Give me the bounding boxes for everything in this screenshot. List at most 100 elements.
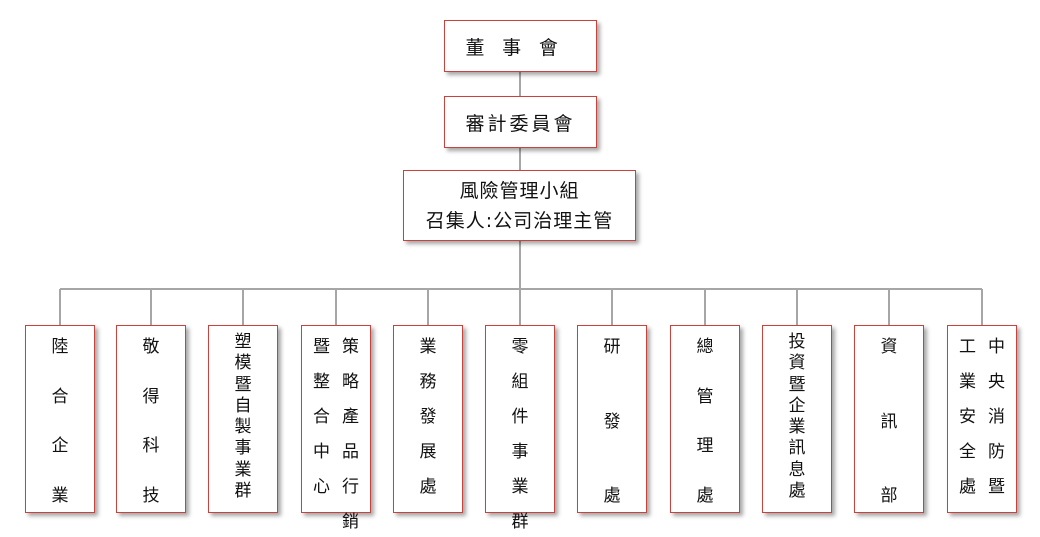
department-label-char: 中 xyxy=(988,337,1005,357)
department-label-column: 敬得科技 xyxy=(143,332,160,506)
department-label-char: 業 xyxy=(959,372,976,392)
department-label-char: 心 xyxy=(313,477,330,497)
department-label-char: 模 xyxy=(234,353,252,374)
department-label-char: 業 xyxy=(234,459,252,480)
department-label-char: 暨 xyxy=(788,374,806,395)
department-label-char: 投 xyxy=(788,332,806,352)
risk-group-title: 風險管理小組 xyxy=(459,179,580,202)
department-label-char: 合 xyxy=(51,386,69,407)
department-label-char: 科 xyxy=(142,436,160,457)
department-label-char: 產 xyxy=(342,407,359,427)
department-label-char: 件 xyxy=(511,407,529,427)
department-label-char: 發 xyxy=(419,407,437,427)
board-of-directors-box: 董 事 會 xyxy=(444,20,597,72)
department-label-char: 業 xyxy=(419,337,437,357)
department-label-char: 事 xyxy=(234,438,252,459)
department-label-char: 訊 xyxy=(880,411,898,432)
department-label-column: 工業安全處 xyxy=(959,332,976,506)
department-label-column: 中央消防暨 xyxy=(988,332,1005,506)
department-label-char: 塑 xyxy=(234,332,252,352)
department-label-char: 處 xyxy=(696,485,714,506)
department-label-char: 防 xyxy=(988,442,1005,462)
department-label-char: 資 xyxy=(788,353,806,374)
department-label-char: 資 xyxy=(880,337,898,357)
audit-committee-label: 審計委員會 xyxy=(465,112,576,135)
department-label-char: 敬 xyxy=(142,337,160,357)
department-box-safety: 中央消防暨工業安全處 xyxy=(947,325,1017,513)
department-label-column: 研發處 xyxy=(604,332,621,506)
department-box-admin: 總管理處 xyxy=(670,325,740,513)
department-label-char: 處 xyxy=(419,477,437,497)
department-label-char: 得 xyxy=(142,386,160,407)
department-label-char: 務 xyxy=(419,372,437,392)
department-label-char: 策 xyxy=(342,337,359,357)
department-label-char: 零 xyxy=(511,337,529,357)
department-label-char: 展 xyxy=(419,442,437,462)
audit-committee-box: 審計委員會 xyxy=(444,96,597,148)
department-label-column: 陸合企業 xyxy=(52,332,69,506)
risk-management-group-box: 風險管理小組 召集人:公司治理主管 xyxy=(403,170,636,241)
department-label-char: 合 xyxy=(313,407,330,427)
department-label-column: 零組件事業群 xyxy=(511,332,529,532)
department-label-char: 自 xyxy=(234,395,252,416)
department-label-char: 處 xyxy=(788,481,806,502)
department-label-char: 企 xyxy=(51,436,69,457)
department-label-char: 部 xyxy=(880,486,898,506)
department-label-char: 息 xyxy=(788,459,806,480)
department-label-char: 暨 xyxy=(313,337,330,357)
department-label-char: 中 xyxy=(313,442,330,462)
department-box-plastic: 塑模暨自製事業群 xyxy=(208,325,278,513)
department-label-char: 暨 xyxy=(988,477,1005,497)
department-label-column: 業務發展處 xyxy=(420,332,437,506)
department-label-column: 策略產品行銷 xyxy=(342,332,359,532)
department-box-investment: 投資暨企業訊息處 xyxy=(762,325,832,513)
department-label-char: 安 xyxy=(959,407,976,427)
risk-group-convener: 召集人:公司治理主管 xyxy=(425,209,614,232)
department-label-column: 暨整合中心 xyxy=(313,332,330,506)
board-char: 會 xyxy=(538,36,558,59)
department-label-char: 銷 xyxy=(342,512,359,532)
department-label-char: 暨 xyxy=(234,374,252,395)
department-label-char: 工 xyxy=(959,337,976,357)
department-label-char: 群 xyxy=(511,512,529,532)
department-label-char: 理 xyxy=(696,436,714,457)
department-box-it: 資訊部 xyxy=(854,325,924,513)
department-box-luhe: 陸合企業 xyxy=(25,325,95,513)
department-label-column: 資訊部 xyxy=(881,332,898,506)
department-label-char: 品 xyxy=(342,442,359,462)
department-box-parts: 零組件事業群 xyxy=(485,325,555,532)
department-label-column: 塑模暨自製事業群 xyxy=(235,332,252,506)
board-char: 董 xyxy=(465,36,485,59)
department-label-char: 略 xyxy=(342,372,359,392)
department-label-char: 總 xyxy=(696,337,714,357)
department-box-business: 業務發展處 xyxy=(393,325,463,513)
department-label-char: 陸 xyxy=(51,337,69,357)
department-label-char: 訊 xyxy=(788,438,806,459)
department-label-char: 研 xyxy=(603,337,621,357)
department-label-char: 技 xyxy=(142,485,160,506)
department-label-char: 事 xyxy=(511,442,529,462)
department-label-char: 企 xyxy=(788,395,806,416)
department-box-rnd: 研發處 xyxy=(577,325,647,513)
department-label-char: 製 xyxy=(234,417,252,438)
department-label-char: 業 xyxy=(511,477,529,497)
department-box-jingde: 敬得科技 xyxy=(116,325,186,513)
department-label-char: 處 xyxy=(959,477,976,497)
department-label-char: 消 xyxy=(988,407,1005,427)
department-label-char: 發 xyxy=(603,411,621,432)
department-label-char: 全 xyxy=(959,442,976,462)
department-label-char: 處 xyxy=(603,486,621,506)
board-label: 董 事 會 xyxy=(466,33,576,60)
board-char: 事 xyxy=(502,36,522,59)
department-label-char: 群 xyxy=(234,481,252,502)
department-label-char: 整 xyxy=(313,372,330,392)
department-label-char: 業 xyxy=(51,485,69,506)
department-label-column: 總管理處 xyxy=(697,332,714,506)
department-label-char: 組 xyxy=(511,372,529,392)
department-label-column: 投資暨企業訊息處 xyxy=(789,332,806,506)
department-label-char: 業 xyxy=(788,417,806,438)
department-label-char: 管 xyxy=(696,386,714,407)
department-label-char: 行 xyxy=(342,477,359,497)
department-box-strategy: 策略產品行銷暨整合中心 xyxy=(301,325,371,532)
